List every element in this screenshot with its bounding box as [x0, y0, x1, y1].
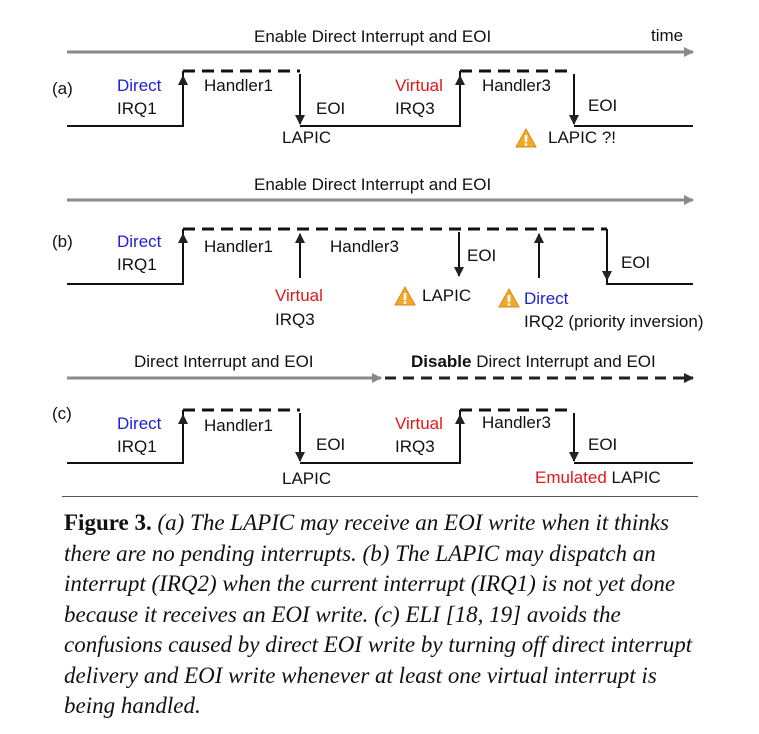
caption-text: (a) The LAPIC may receive an EOI write w…	[64, 510, 693, 718]
handler1-label-a: Handler1	[204, 76, 273, 95]
irq3-kind-a: Virtual	[395, 76, 443, 95]
emulated-lapic-rest: LAPIC	[607, 468, 661, 487]
eoi1-label-c: EOI	[316, 435, 345, 454]
irq2-kind-b: Direct	[524, 289, 569, 308]
handler3-label-a: Handler3	[482, 76, 551, 95]
irq3-name-a: IRQ3	[395, 99, 435, 118]
lapic-warning-a: LAPIC ?!	[548, 128, 616, 147]
timeline-label-c-right: Disable Direct Interrupt and EOI	[411, 352, 656, 371]
irq3-name-c: IRQ3	[395, 437, 435, 456]
timeline-label-c-left: Direct Interrupt and EOI	[134, 352, 314, 371]
disable-word: Disable	[411, 352, 471, 371]
emulated-lapic-label: Emulated LAPIC	[535, 468, 661, 487]
timeline-label-b: Enable Direct Interrupt and EOI	[254, 175, 491, 194]
irq1-name-a: IRQ1	[117, 99, 157, 118]
emulated-word: Emulated	[535, 468, 607, 487]
irq3-kind-b: Virtual	[275, 286, 323, 305]
eoi2-label-b: EOI	[621, 253, 650, 272]
warning-icon	[498, 288, 520, 308]
figure-caption: Figure 3. (a) The LAPIC may receive an E…	[64, 508, 706, 722]
caption-label: Figure 3.	[64, 510, 152, 535]
eoi2-label-a: EOI	[588, 96, 617, 115]
irq1-kind-c: Direct	[117, 414, 162, 433]
eoi1-label-b: EOI	[467, 246, 496, 265]
time-axis-label: time	[651, 26, 683, 45]
caption-divider	[62, 496, 698, 497]
timeline-label-a: Enable Direct Interrupt and EOI	[254, 27, 491, 46]
handler3-label-b: Handler3	[330, 237, 399, 256]
irq1-kind-a: Direct	[117, 76, 162, 95]
warning-icon	[394, 286, 416, 306]
panel-label-c: (c)	[52, 404, 72, 423]
panel-c: Direct Interrupt and EOI Disable Direct …	[52, 352, 694, 488]
panel-a: Enable Direct Interrupt and EOI time (a)…	[52, 26, 694, 148]
lapic-label-c: LAPIC	[282, 469, 331, 488]
irq1-name-c: IRQ1	[117, 437, 157, 456]
panel-label-b: (b)	[52, 232, 73, 251]
irq3-name-b: IRQ3	[275, 310, 315, 329]
irq1-kind-b: Direct	[117, 232, 162, 251]
lapic-warning-b: LAPIC	[422, 286, 471, 305]
handler3-label-c: Handler3	[482, 413, 551, 432]
irq1-name-b: IRQ1	[117, 255, 157, 274]
irq3-kind-c: Virtual	[395, 414, 443, 433]
interrupt-timing-diagram: Enable Direct Interrupt and EOI time (a)…	[52, 26, 704, 488]
warning-icon	[515, 128, 537, 148]
panel-b: Enable Direct Interrupt and EOI (b) Dire…	[52, 175, 704, 331]
eoi1-label-a: EOI	[316, 99, 345, 118]
timeline-label-c-rest: Direct Interrupt and EOI	[471, 352, 655, 371]
handler1-label-b: Handler1	[204, 237, 273, 256]
eoi2-label-c: EOI	[588, 435, 617, 454]
handler1-label-c: Handler1	[204, 416, 273, 435]
lapic-label-a: LAPIC	[282, 128, 331, 147]
irq2-name-b: IRQ2 (priority inversion)	[524, 312, 704, 331]
panel-label-a: (a)	[52, 79, 73, 98]
